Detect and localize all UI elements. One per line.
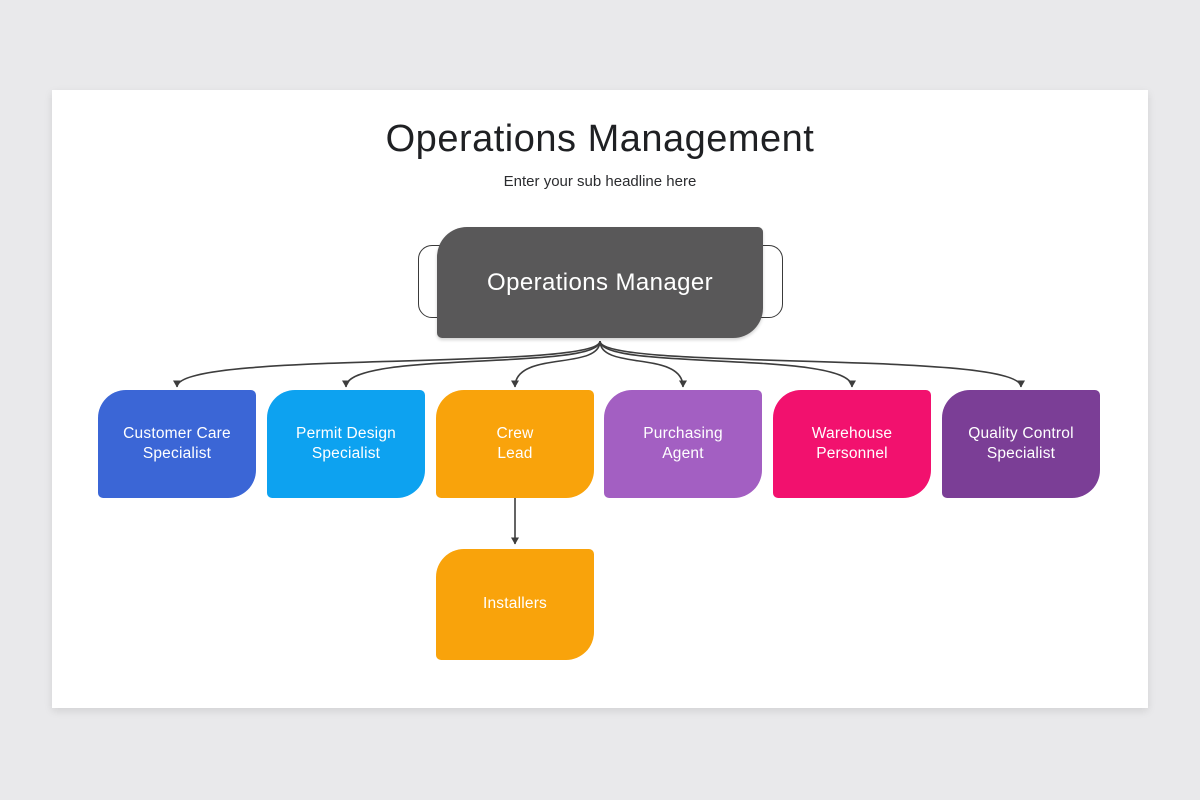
page-subtitle: Enter your sub headline here	[503, 173, 697, 190]
org-node-child: Customer Care Specialist	[98, 390, 256, 498]
org-node-child: Crew Lead	[436, 390, 594, 498]
org-node-child-label: Purchasing Agent	[643, 424, 723, 462]
org-node-child-label: Customer Care Specialist	[123, 424, 231, 462]
org-node-grandchild: Installers	[436, 549, 594, 660]
org-node-child-label: Quality Control Specialist	[968, 424, 1074, 462]
org-node-grandchild-label: Installers	[482, 595, 548, 613]
org-node-root-label: Operations Manager	[487, 268, 713, 296]
org-node-child: Quality Control Specialist	[942, 390, 1100, 498]
org-node-child-label: Warehouse Personnel	[811, 424, 893, 462]
org-node-root: Operations Manager	[437, 227, 763, 338]
org-node-child: Warehouse Personnel	[773, 390, 931, 498]
org-node-child-label: Permit Design Specialist	[296, 424, 396, 462]
org-node-child: Permit Design Specialist	[267, 390, 425, 498]
org-node-child: Purchasing Agent	[604, 390, 762, 498]
org-node-child-label: Crew Lead	[496, 424, 534, 462]
page-title: Operations Management	[385, 118, 815, 160]
